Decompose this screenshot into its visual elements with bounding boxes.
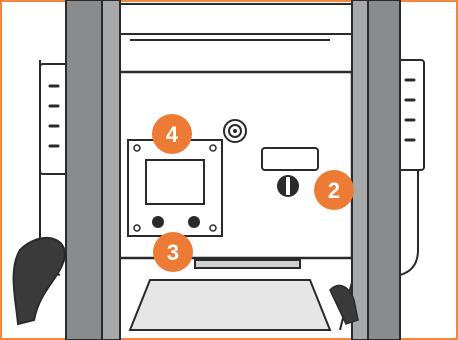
indicator-button [224,120,246,142]
display-unit [128,140,222,236]
badge-2-label: 2 [328,178,340,203]
display-button-right [188,216,200,228]
label-plate [262,148,318,170]
badge-2: 2 [314,170,354,210]
badge-4: 4 [152,114,192,154]
key-switch [277,175,299,197]
top-bar [120,4,360,34]
display-screen [146,160,204,204]
badge-3-label: 3 [167,240,179,265]
left-rail [66,0,120,340]
badge-3: 3 [153,232,193,272]
badge-4-label: 4 [166,122,179,147]
left-bracket [40,64,68,174]
display-button-left [152,216,164,228]
right-rail [352,0,400,340]
